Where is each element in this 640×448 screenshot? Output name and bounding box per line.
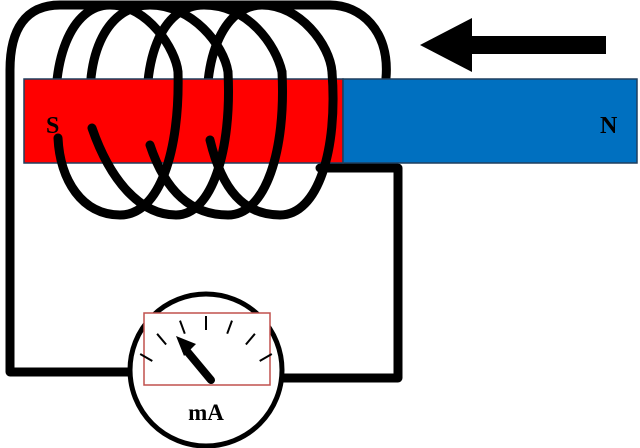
- meter-ticks: [139, 316, 273, 362]
- meter-unit-label: mA: [188, 400, 224, 425]
- wire-left: [5, 0, 391, 377]
- needle-icon: [176, 336, 215, 384]
- south-pole-label: S: [46, 113, 59, 139]
- coil-loop-front-3: [145, 67, 287, 220]
- coil-front: [53, 67, 338, 220]
- coil-loop-front-4: [205, 67, 338, 220]
- arrow-shaft: [462, 36, 606, 54]
- motion-arrow: [420, 18, 606, 72]
- bar-magnet: S N: [23, 78, 638, 164]
- magnet-north-half: [342, 78, 638, 164]
- meter-tick: [139, 353, 153, 362]
- meter-tick: [245, 333, 256, 346]
- meter-tick: [226, 320, 233, 335]
- arrow-head-icon: [420, 18, 472, 72]
- milliammeter: mA: [127, 291, 285, 448]
- magnet-south-half: [23, 78, 344, 164]
- meter-tick: [259, 353, 273, 362]
- north-pole-label: N: [600, 113, 618, 139]
- meter-tick: [156, 333, 167, 346]
- coil-loop-front-2: [87, 67, 233, 220]
- wire-right: [277, 163, 403, 383]
- meter-tick: [179, 320, 186, 335]
- coil-loop-front-1: [53, 67, 183, 220]
